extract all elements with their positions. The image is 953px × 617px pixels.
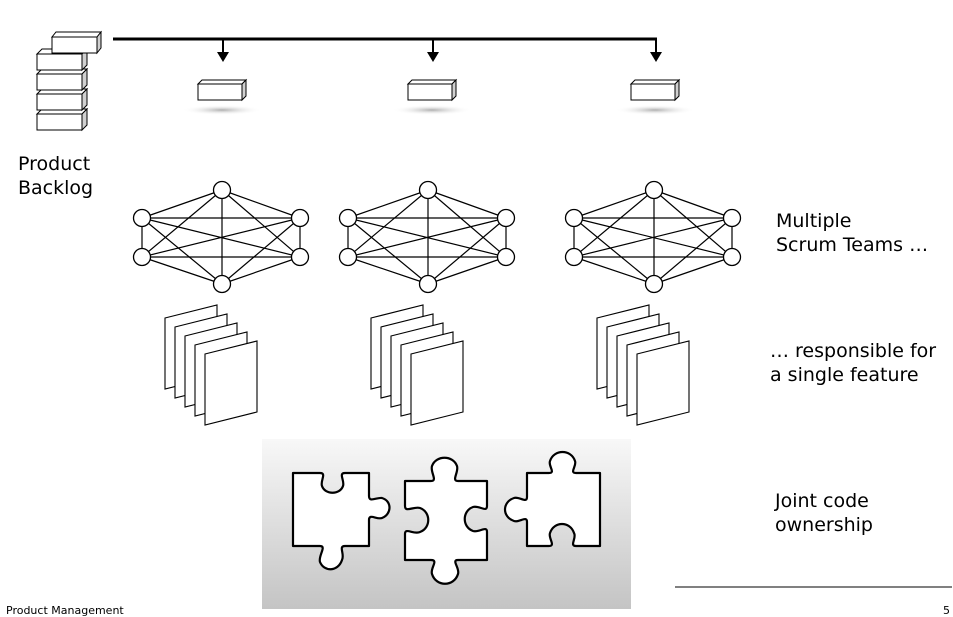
feature-document-stacks (164, 304, 690, 426)
feature-document-stack-1 (164, 304, 258, 426)
team-link (141, 189, 223, 219)
team-link (221, 189, 301, 219)
backlog-item-1 (35, 107, 89, 132)
feature-page (636, 340, 690, 426)
feature-label-line2: a single feature (770, 364, 919, 386)
scrum-team-networks (132, 180, 742, 294)
feature-document-stack-3 (596, 304, 690, 426)
backlog-item-top (50, 30, 103, 55)
scrum-team-network-1 (132, 180, 310, 294)
team-link (573, 217, 655, 285)
product-backlog-label-line2: Backlog (18, 177, 94, 199)
team-member-node (338, 208, 358, 228)
team-link (427, 256, 507, 285)
team-link (221, 217, 301, 285)
team-link (653, 189, 733, 258)
team-member-node (132, 208, 152, 228)
team-link (427, 189, 507, 219)
feature-label-line1: … responsible for (770, 340, 937, 362)
team-link (347, 189, 429, 219)
teams-label-line2: Scrum Teams … (776, 234, 929, 256)
team-member-node (644, 274, 664, 294)
team-member-node (338, 247, 358, 267)
teams-label-line1: Multiple (776, 210, 852, 232)
scrum-team-network-2 (338, 180, 516, 294)
code-ownership-panel (262, 439, 631, 609)
puzzle-piece-2 (403, 456, 489, 585)
team-link (427, 189, 507, 258)
team-member-node (212, 180, 232, 200)
arrow-head-2 (427, 52, 439, 62)
team-backlog-item-2 (392, 78, 472, 115)
backlog-item-3 (35, 67, 89, 92)
team-member-node (132, 247, 152, 267)
team-link (653, 189, 733, 219)
team-link (141, 217, 301, 258)
feature-page (204, 340, 258, 426)
distribution-arrows (113, 37, 662, 62)
team-link (573, 256, 655, 285)
team-member-node (418, 180, 438, 200)
team-member-node (564, 208, 584, 228)
arrow-head-3 (650, 52, 662, 62)
team-link (573, 189, 655, 219)
team-link (347, 217, 429, 285)
team-member-node (722, 247, 742, 267)
team-link (141, 256, 223, 285)
team-link (427, 217, 507, 285)
team-link (347, 189, 429, 258)
team-member-node (722, 208, 742, 228)
team-link (141, 189, 223, 258)
team-link (573, 217, 733, 258)
ownership-label-line1: Joint code (775, 490, 869, 512)
feature-page (410, 340, 464, 426)
scrum-team-network-3 (564, 180, 742, 294)
puzzle-piece-3 (503, 450, 602, 548)
team-member-node (644, 180, 664, 200)
team-member-node (290, 208, 310, 228)
team-link (141, 217, 223, 285)
feature-document-stack-2 (370, 304, 464, 426)
team-member-node (564, 247, 584, 267)
team-link (221, 189, 301, 258)
ownership-label-line2: ownership (775, 514, 873, 536)
puzzle-piece-1 (291, 471, 391, 571)
team-member-node (290, 247, 310, 267)
team-link (347, 256, 429, 285)
team-member-node (496, 208, 516, 228)
team-backlog-item-3 (615, 78, 695, 115)
backlog-item-2 (35, 87, 89, 112)
team-link (347, 217, 507, 258)
team-member-node (212, 274, 232, 294)
product-backlog-label-line1: Product (18, 153, 91, 175)
team-member-node (496, 247, 516, 267)
product-backlog-stack (35, 30, 103, 132)
footer-left-text: Product Management (6, 604, 124, 617)
team-backlog-item-1 (182, 78, 262, 115)
team-link (653, 256, 733, 285)
team-link (653, 217, 733, 285)
arrow-head-1 (217, 52, 229, 62)
team-member-node (418, 274, 438, 294)
team-link (573, 189, 655, 258)
page-number: 5 (943, 604, 950, 617)
team-link (221, 256, 301, 285)
